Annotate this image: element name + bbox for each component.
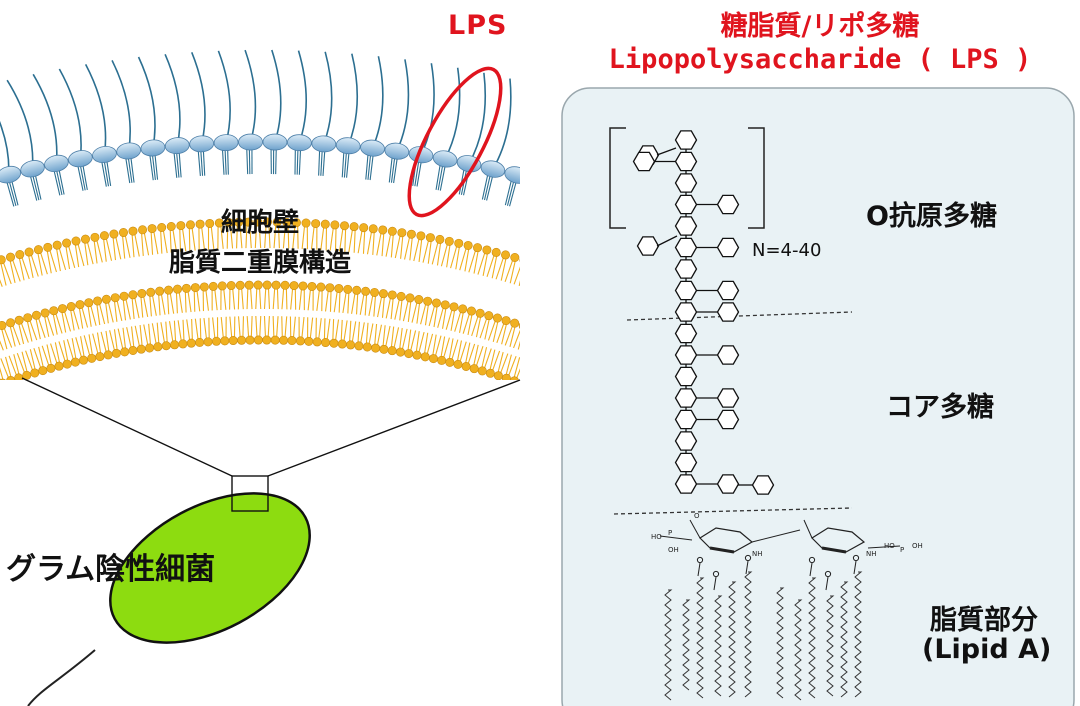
zoom-line-left: [21, 377, 233, 477]
chem-ho-right: HO: [884, 542, 895, 550]
cell-wall-label: 細胞壁: [220, 208, 299, 238]
chem-p-right: P: [900, 546, 904, 554]
chem-oh-left: OH: [668, 546, 679, 554]
lps-label: LPS: [448, 10, 508, 41]
chem-o-left: O: [694, 512, 700, 520]
repeat-count-label: N=4-40: [752, 240, 822, 261]
flagellum: [27, 649, 96, 706]
chem-p-left: P: [668, 529, 672, 537]
lipid-a-label: (Lipid A): [922, 634, 1052, 665]
separator-core-lipid: [613, 507, 853, 515]
zoom-line-right: [267, 379, 521, 477]
lipid-a-structure: [659, 519, 901, 701]
zoom-box: [231, 475, 269, 512]
separator-o-core: [626, 311, 853, 321]
polysaccharide-chain: [632, 130, 775, 495]
repeat-bracket-left: [609, 127, 626, 229]
core-polysaccharide-label: コア多糖: [886, 392, 994, 423]
cell-wall-membrane: [0, 49, 520, 380]
chem-nh-left: NH: [752, 550, 763, 558]
repeat-bracket-right: [748, 127, 765, 229]
chem-ho-left: HO: [651, 533, 662, 541]
lps-highlight-ellipse: [407, 66, 503, 218]
bacteria-cell: [109, 492, 311, 644]
lipid-part-label: 脂質部分: [930, 605, 1038, 636]
gram-negative-bacteria-label: グラム陰性細菌: [6, 552, 216, 587]
o-antigen-label: O抗原多糖: [866, 201, 997, 232]
lipid-bilayer-label: 脂質二重膜構造: [168, 248, 351, 278]
chem-oh-right: OH: [912, 542, 923, 550]
chem-nh-right: NH: [866, 550, 877, 558]
title-english: Lipopolysaccharide ( LPS ): [608, 44, 1032, 75]
title-japanese: 糖脂質/リポ多糖: [720, 11, 920, 42]
